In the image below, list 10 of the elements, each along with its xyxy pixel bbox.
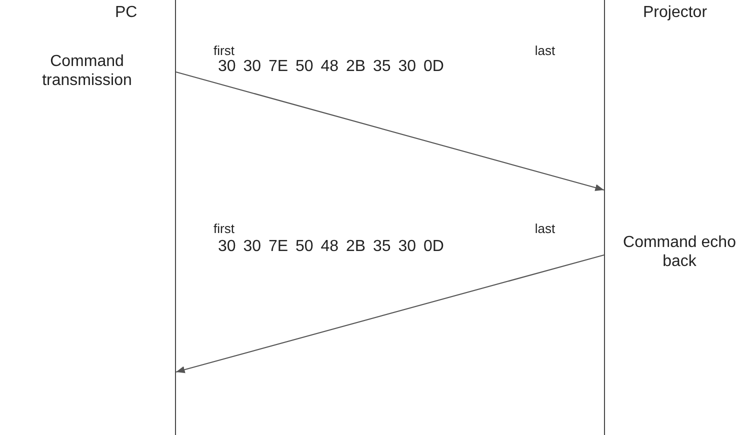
step-label: Command transmission [41, 52, 133, 90]
byte-order-label: last [534, 220, 556, 238]
byte-order-label: first [212, 220, 236, 238]
participant-name: PC [115, 4, 138, 22]
step-label: Command echo back [622, 233, 737, 271]
participant-name: Projector [643, 4, 708, 22]
byte-order-label: first [212, 42, 236, 60]
arrow [176, 71, 604, 192]
byte-order-label: last [534, 42, 556, 60]
arrow [176, 254, 604, 374]
